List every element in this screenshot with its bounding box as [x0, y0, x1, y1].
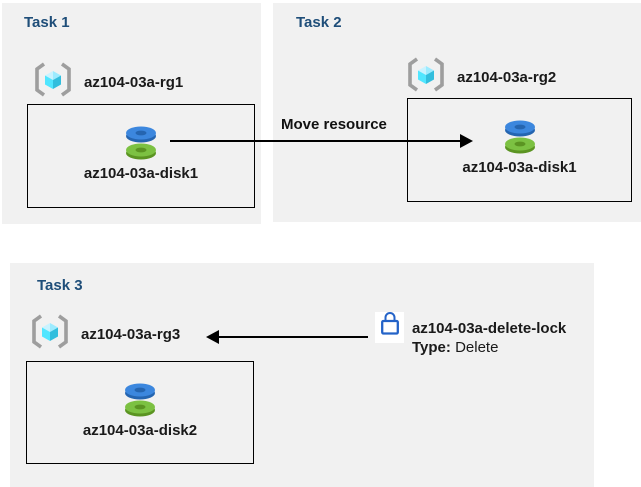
resource-group-icon [33, 61, 73, 103]
lock-arrow-head [206, 330, 219, 344]
padlock-icon [379, 310, 401, 343]
lock-type-label: Type: [412, 339, 451, 356]
task3-title: Task 3 [37, 277, 83, 294]
task2-resource-box: az104-03a-disk1 [407, 98, 632, 202]
resource-group-name: az104-03a-rg3 [81, 325, 181, 343]
disk-name: az104-03a-disk2 [82, 422, 198, 439]
lock-arrow-line [218, 336, 368, 338]
task2-panel: Task 2 az104-03a-rg2 [273, 3, 641, 222]
resource-group-icon [30, 313, 70, 355]
lock-name: az104-03a-delete-lock [412, 320, 567, 337]
move-arrow-head [460, 134, 473, 148]
resource-group-name: az104-03a-rg2 [457, 68, 557, 86]
move-arrow-line [170, 140, 462, 142]
task1-resource-box: az104-03a-disk1 [27, 104, 255, 208]
task3-resource-box: az104-03a-disk2 [26, 361, 254, 464]
move-resource-label: Move resource [281, 116, 387, 133]
disk-name: az104-03a-disk1 [83, 165, 199, 182]
lock-label: az104-03a-delete-lock Type: Delete [412, 319, 566, 357]
disk-icon [498, 114, 542, 154]
lock-type-value: Delete [455, 339, 499, 356]
resource-group-name: az104-03a-rg1 [84, 73, 184, 91]
disk-icon [118, 377, 162, 417]
resource-group-icon [406, 56, 446, 98]
lock-type-row: Type: Delete [412, 338, 566, 357]
task2-resource-group: az104-03a-rg2 [406, 56, 556, 98]
task3-panel: Task 3 az104-03a-rg3 [10, 263, 594, 487]
task3-resource-group: az104-03a-rg3 [30, 313, 180, 355]
task2-title: Task 2 [296, 14, 342, 31]
disk-icon [119, 120, 163, 160]
task1-resource-group: az104-03a-rg1 [33, 61, 183, 103]
disk-name: az104-03a-disk1 [462, 159, 577, 176]
task1-panel: Task 1 az104-03a-rg1 [2, 3, 261, 224]
task1-title: Task 1 [24, 14, 70, 31]
lock-tile [375, 312, 404, 343]
